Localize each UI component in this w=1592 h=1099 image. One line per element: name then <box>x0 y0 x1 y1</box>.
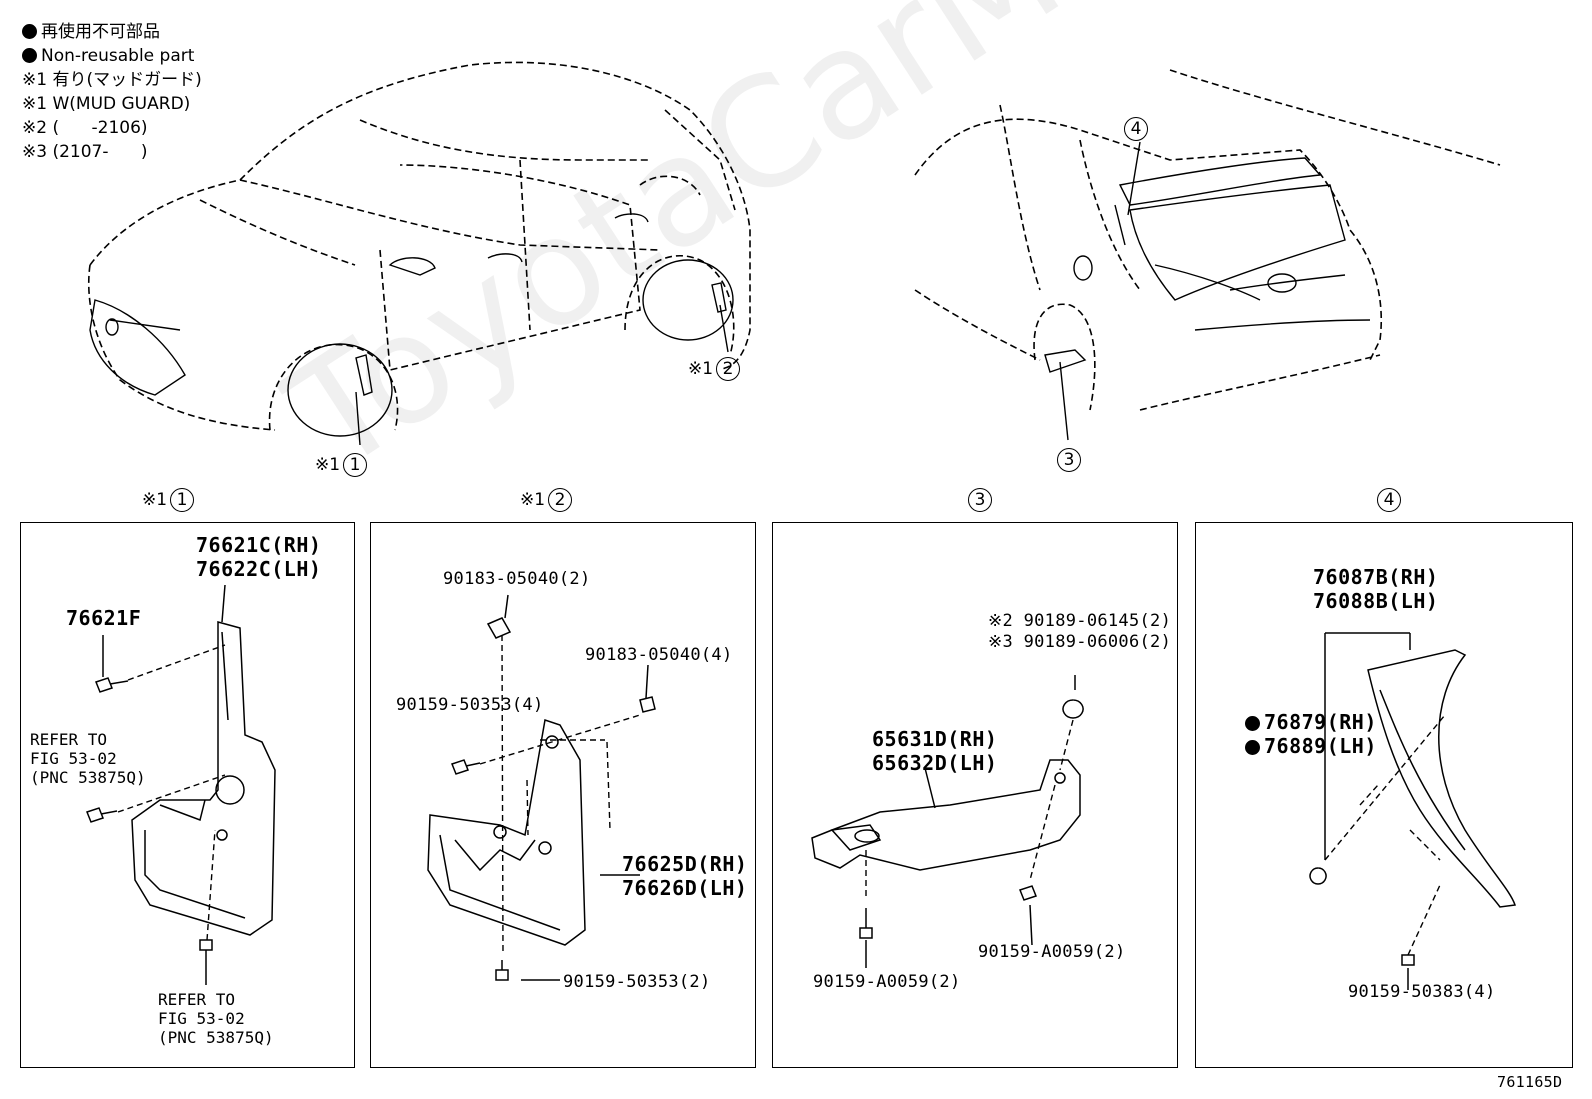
bullet-icon <box>22 48 37 63</box>
refer-note-2: REFER TO FIG 53-02 (PNC 53875Q) <box>158 990 274 1047</box>
pn-76879: 76879(RH) <box>1245 710 1377 734</box>
pn-90183-05040-right: 90183-05040(4) <box>585 645 733 665</box>
rear-car-outline <box>914 69 1501 411</box>
circle-number-3: 3 <box>1057 448 1081 472</box>
circle-number-2: 2 <box>716 357 741 381</box>
panel4-parts <box>1309 632 1516 990</box>
panel-1 <box>20 522 355 1068</box>
leader-lines <box>355 141 1141 446</box>
pn-76621f: 76621F <box>66 606 142 630</box>
pn-76625d: 76625D(RH) <box>622 852 748 876</box>
pn-76622c: 76622C(LH) <box>196 557 322 581</box>
callout-4-car: 4 <box>1124 117 1148 141</box>
front-car-outline <box>87 61 751 431</box>
panel2-parts <box>427 594 656 981</box>
pn-76621c: 76621C(RH) <box>196 533 322 557</box>
panel3-header: 3 <box>968 488 992 512</box>
note-90189-06145: ※2 90189-06145(2) <box>988 611 1172 631</box>
legend-note1-en: ※1 W(MUD GUARD) <box>22 94 191 114</box>
legend-non-reusable-en: Non-reusable part <box>22 44 202 68</box>
legend: 再使用不可部品 Non-reusable part ※1 有り(マッドガード) … <box>22 20 202 164</box>
panel-4 <box>1195 522 1573 1068</box>
rear-car-details <box>1044 157 1371 373</box>
bullet-icon <box>22 24 37 39</box>
front-car-details <box>89 213 734 437</box>
pn-76087b: 76087B(RH) <box>1313 565 1439 589</box>
panel-2 <box>370 522 756 1068</box>
pn-76088b: 76088B(LH) <box>1313 589 1439 613</box>
circle-number-1: 1 <box>343 453 368 477</box>
pn-90159-a0059-right: 90159-A0059(2) <box>978 942 1126 962</box>
pn-90159-50383: 90159-50383(4) <box>1348 982 1496 1002</box>
figure-id: 761165D <box>1497 1073 1563 1091</box>
legend-note2: ※2 ( -2106) <box>22 118 148 138</box>
panel-3 <box>772 522 1178 1068</box>
pn-76626d: 76626D(LH) <box>622 876 748 900</box>
panel3-dash <box>865 719 1074 900</box>
callout-3-car: 3 <box>1057 448 1081 472</box>
panel3-parts <box>811 675 1084 968</box>
circle-number-4: 4 <box>1124 117 1148 141</box>
pn-90159-a0059-left: 90159-A0059(2) <box>813 972 961 992</box>
pn-76889: 76889(LH) <box>1245 734 1377 758</box>
pn-65631d: 65631D(RH) <box>872 727 998 751</box>
legend-non-reusable-ja: 再使用不可部品 <box>22 20 202 44</box>
panel4-header: 4 <box>1377 488 1401 512</box>
pn-90183-05040-top: 90183-05040(2) <box>443 569 591 589</box>
note-90189-06006: ※3 90189-06006(2) <box>988 632 1172 652</box>
circle-number-4: 4 <box>1377 488 1401 512</box>
refer-note-1: REFER TO FIG 53-02 (PNC 53875Q) <box>30 730 146 787</box>
circle-number-2: 2 <box>548 488 573 512</box>
pn-90159-50353-bottom: 90159-50353(2) <box>563 972 711 992</box>
legend-note3: ※3 (2107- ) <box>22 142 148 162</box>
non-reusable-bullet-icon <box>1245 716 1260 731</box>
circle-number-1: 1 <box>170 488 195 512</box>
non-reusable-bullet-icon <box>1245 740 1260 755</box>
legend-note1-ja: ※1 有り(マッドガード) <box>22 70 202 90</box>
panel4-dash <box>1324 714 1446 956</box>
pn-65632d: 65632D(LH) <box>872 751 998 775</box>
circle-number-3: 3 <box>968 488 992 512</box>
panel2-dash <box>479 634 641 956</box>
pn-90159-50353-top: 90159-50353(4) <box>396 695 544 715</box>
panel1-parts <box>86 584 276 985</box>
panel1-dash <box>117 644 226 941</box>
